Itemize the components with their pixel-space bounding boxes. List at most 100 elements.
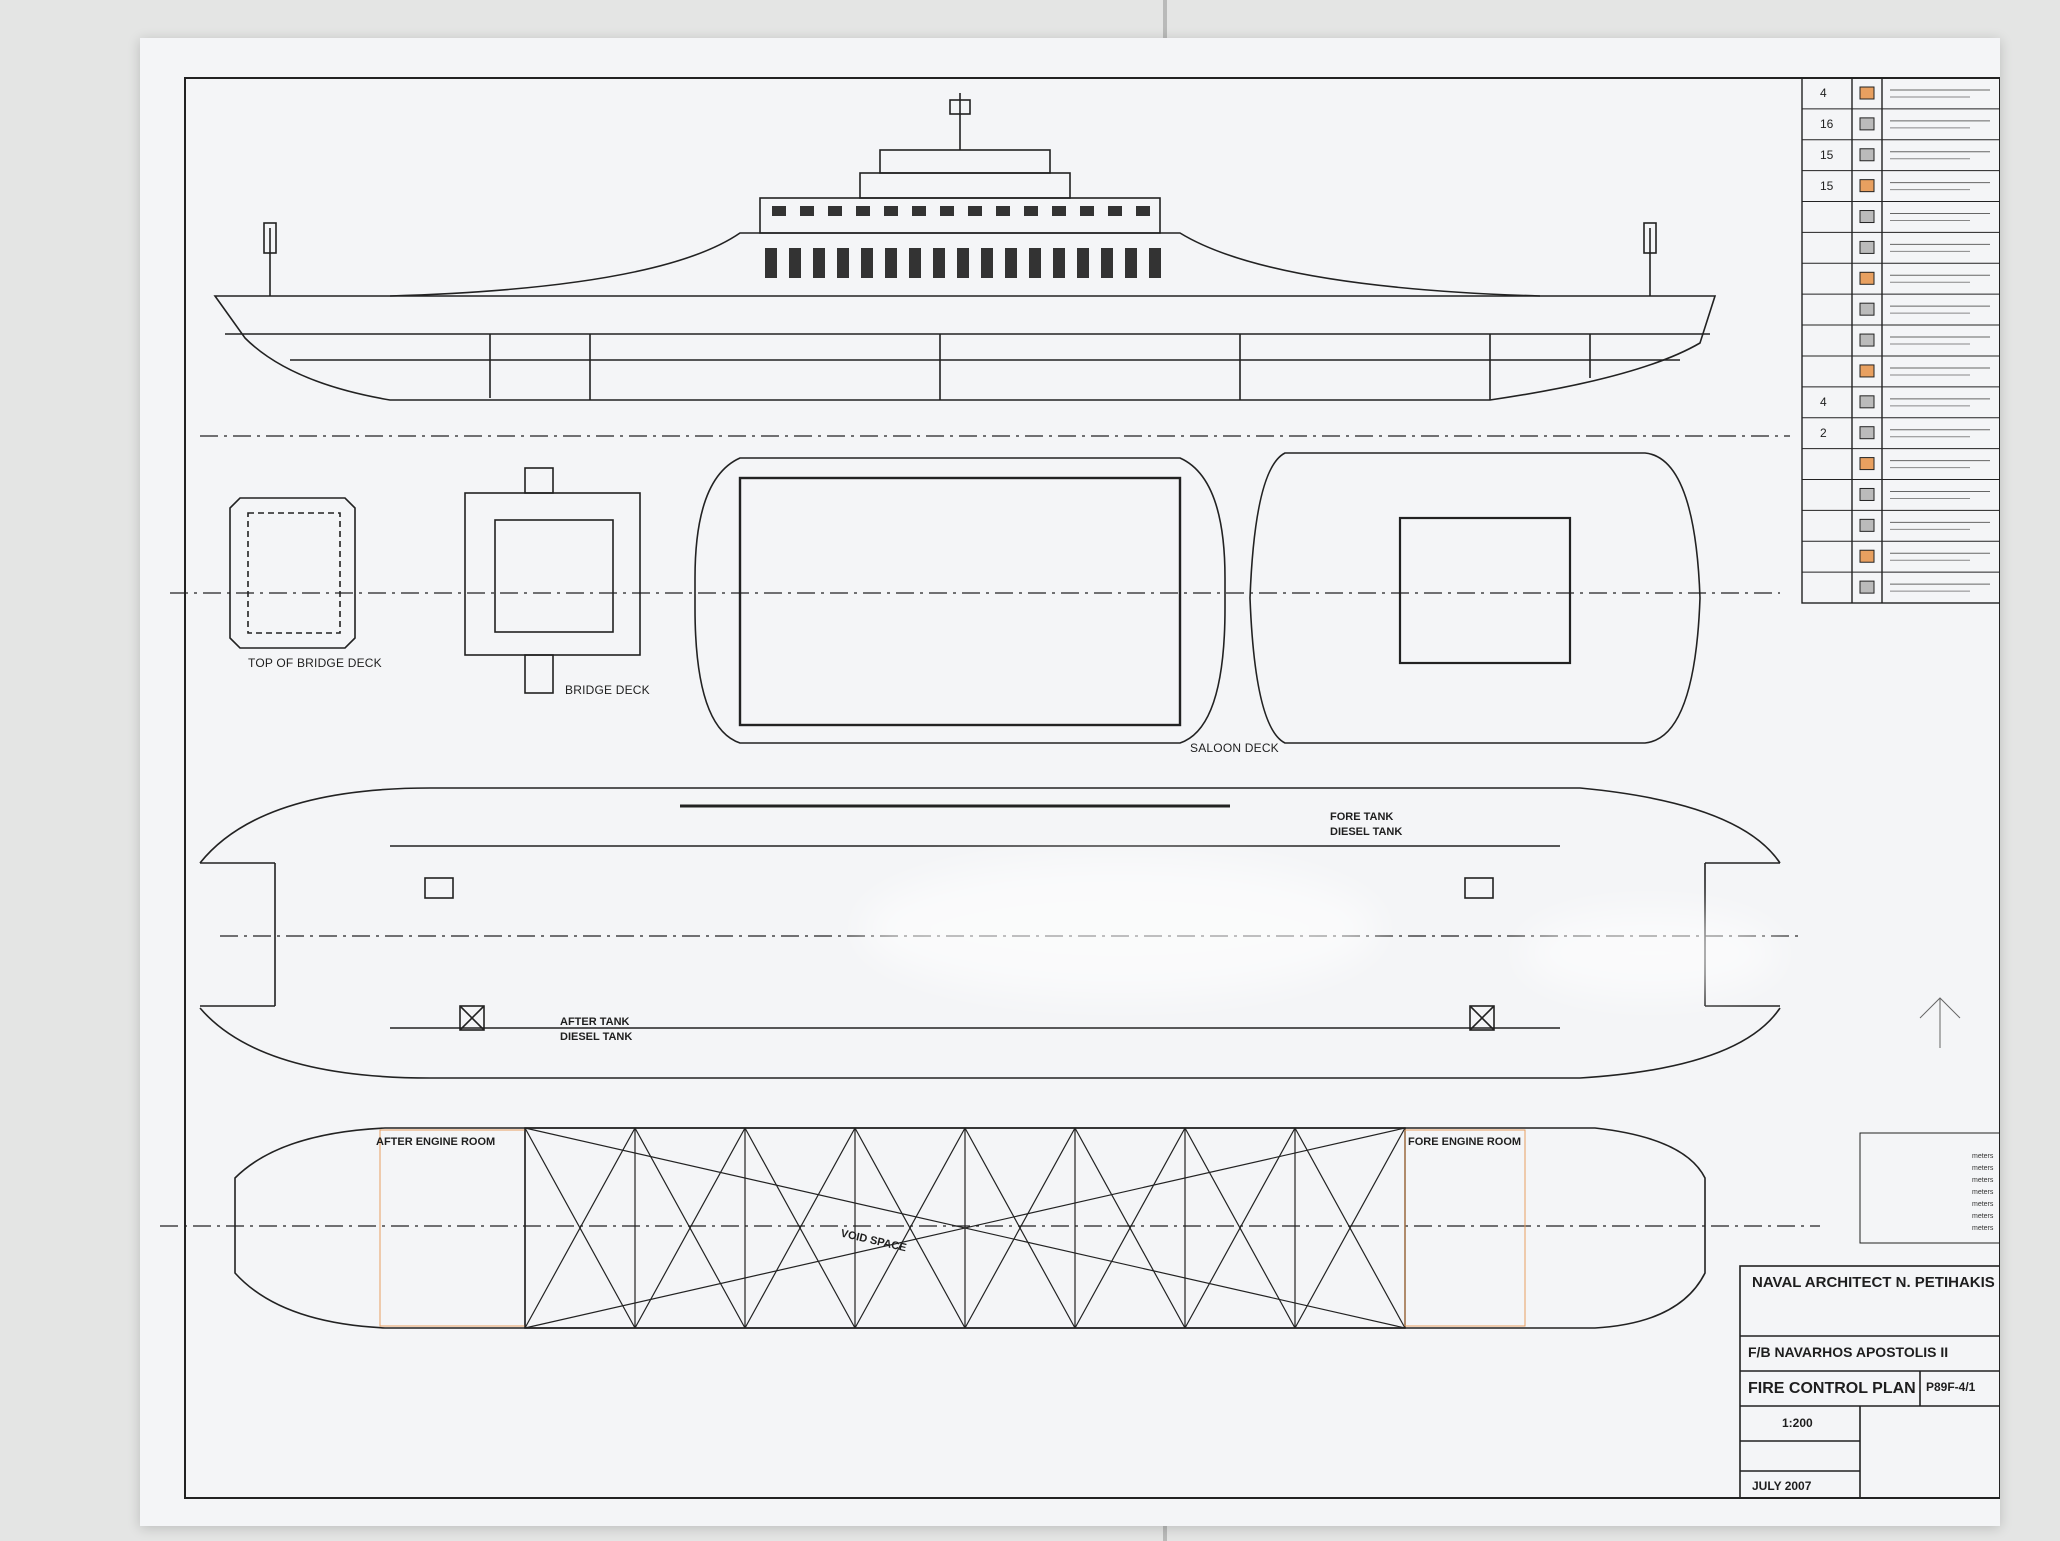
legend-symbol-icon (1859, 86, 1875, 100)
profile-window (1108, 206, 1122, 216)
particulars-box (1859, 997, 2000, 1244)
profile-window (1005, 248, 1017, 278)
legend-table (1801, 77, 2000, 604)
legend-symbol-icon (1859, 487, 1875, 501)
title-block-firm: NAVAL ARCHITECT N. PETIHAKIS (1752, 1274, 1995, 1291)
label-after-tank: AFTER TANK (560, 1016, 630, 1028)
profile-window (837, 248, 849, 278)
legend-quantity: 15 (1820, 178, 1834, 193)
label-after-engine-room: AFTER ENGINE ROOM (376, 1136, 496, 1148)
profile-window (1053, 248, 1065, 278)
legend-quantity: 16 (1820, 116, 1834, 131)
profile-window (1052, 206, 1066, 216)
title-block-title: FIRE CONTROL PLAN (1748, 1380, 1916, 1397)
void-bay-brace (964, 1127, 1076, 1329)
profile-window (1136, 206, 1150, 216)
profile-window (1080, 206, 1094, 216)
legend-quantity: 4 (1820, 394, 1827, 409)
wall-seam-bottom (1163, 1526, 1167, 1541)
label-saloon-deck: SALOON DECK (1190, 741, 1279, 755)
profile-window (912, 206, 926, 216)
particulars-unit: meters (1972, 1153, 1994, 1160)
particulars-unit: meters (1972, 1213, 1994, 1220)
profile-window (856, 206, 870, 216)
wall-seam-top (1163, 0, 1167, 38)
profile-window (940, 206, 954, 216)
void-bay-brace (1294, 1127, 1406, 1329)
label-fore-engine-room: FORE ENGINE ROOM (1408, 1136, 1522, 1148)
label-diesel-tank-lower: DIESEL TANK (560, 1031, 633, 1043)
legend-symbol-icon (1859, 426, 1875, 440)
legend-symbol-icon (1859, 364, 1875, 378)
profile-windows (765, 206, 1161, 278)
profile-window (957, 248, 969, 278)
deck-plans (170, 452, 1780, 744)
laminate-glare (860, 858, 1380, 998)
legend-symbol-icon (1859, 179, 1875, 193)
engine-room-deck (160, 1127, 1820, 1329)
void-bay-brace (1184, 1127, 1296, 1329)
legend-symbol-icon (1859, 395, 1875, 409)
void-bay-brace (524, 1127, 636, 1329)
profile-elevation (200, 93, 1790, 437)
title-block-drawing-no: P89F-4/1 (1926, 1380, 1976, 1394)
profile-window (828, 206, 842, 216)
legend-symbol-icon (1859, 580, 1875, 594)
legend-symbol-icon (1859, 457, 1875, 471)
profile-window (1101, 248, 1113, 278)
legend-rows (1802, 86, 2000, 594)
profile-window (765, 248, 777, 278)
legend-symbol-icon (1859, 549, 1875, 563)
void-bay-brace (634, 1127, 746, 1329)
legend-quantity: 15 (1820, 147, 1834, 162)
legend-symbol-icon (1859, 117, 1875, 131)
profile-window (813, 248, 825, 278)
profile-window (996, 206, 1010, 216)
car-deck (199, 787, 1800, 1079)
label-top-of-bridge-deck: TOP OF BRIDGE DECK (248, 656, 382, 670)
profile-window (981, 248, 993, 278)
particulars-unit: meters (1972, 1189, 1994, 1196)
legend-quantity: 2 (1820, 425, 1827, 440)
void-space-bays (524, 1127, 1406, 1329)
profile-window (772, 206, 786, 216)
profile-window (1029, 248, 1041, 278)
profile-window (861, 248, 873, 278)
label-bridge-deck: BRIDGE DECK (565, 683, 650, 697)
legend-symbol-icon (1859, 302, 1875, 316)
profile-window (1149, 248, 1161, 278)
profile-window (800, 206, 814, 216)
engine-room-hatching (379, 1129, 1526, 1327)
particulars-unit: meters (1972, 1201, 1994, 1208)
profile-window (884, 206, 898, 216)
void-bay-brace (1074, 1127, 1186, 1329)
legend-quantity: 4 (1820, 86, 1827, 100)
legend-symbol-icon (1859, 518, 1875, 532)
title-block-date: JULY 2007 (1752, 1479, 1812, 1493)
profile-window (933, 248, 945, 278)
title-block-scale: 1:200 (1782, 1416, 1813, 1430)
legend-symbol-icon (1859, 333, 1875, 347)
fire-control-plan-poster: TOP OF BRIDGE DECK BRIDGE DECK SALOON DE… (140, 38, 2000, 1526)
profile-window (885, 248, 897, 278)
profile-window (1125, 248, 1137, 278)
void-bay-brace (854, 1127, 966, 1329)
title-block-vessel: F/B NAVARHOS APOSTOLIS II (1748, 1344, 1949, 1360)
legend-symbol-icon (1859, 148, 1875, 162)
laminate-glare (1520, 908, 1780, 998)
particulars-unit: meters (1972, 1165, 1994, 1172)
void-bay-brace (744, 1127, 856, 1329)
legend-symbol-icon (1859, 271, 1875, 285)
legend-symbol-icon (1859, 240, 1875, 254)
sheet-border (184, 77, 2000, 1499)
title-block-frame (1739, 1265, 2000, 1499)
profile-window (968, 206, 982, 216)
profile-window (789, 248, 801, 278)
legend-symbol-icon (1859, 210, 1875, 224)
ship-drawing (160, 77, 2000, 1499)
particulars-unit: meters (1972, 1225, 1994, 1232)
profile-window (1024, 206, 1038, 216)
label-diesel-tank-upper: DIESEL TANK (1330, 826, 1403, 838)
particulars-unit: meters (1972, 1177, 1994, 1184)
profile-window (1077, 248, 1089, 278)
